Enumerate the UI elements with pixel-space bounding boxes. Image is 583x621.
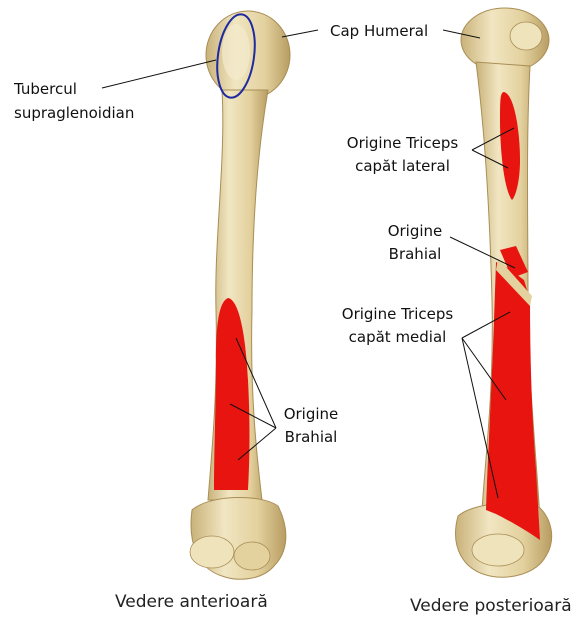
label-triceps-lateral-line2: capăt lateral bbox=[340, 155, 465, 177]
label-triceps-lateral-line1: Origine Triceps bbox=[340, 132, 465, 154]
label-triceps-medial-line2: capăt medial bbox=[335, 326, 460, 348]
label-tubercul-line1: Tubercul bbox=[14, 78, 77, 100]
label-brahial-anterior-line1: Origine bbox=[276, 403, 346, 425]
label-brahial-anterior-line2: Brahial bbox=[276, 426, 346, 448]
label-brahial-posterior-line1: Origine bbox=[375, 220, 455, 242]
label-cap-humeral: Cap Humeral bbox=[330, 20, 428, 42]
caption-anterior-view: Vedere anterioară bbox=[115, 592, 268, 612]
anterior-humerus-bone bbox=[190, 11, 290, 579]
label-triceps-medial-line1: Origine Triceps bbox=[335, 303, 460, 325]
caption-posterior-view: Vedere posterioară bbox=[410, 596, 583, 616]
label-brahial-posterior-line2: Brahial bbox=[375, 243, 455, 265]
label-tubercul-line2: supraglenoidian bbox=[14, 102, 134, 124]
